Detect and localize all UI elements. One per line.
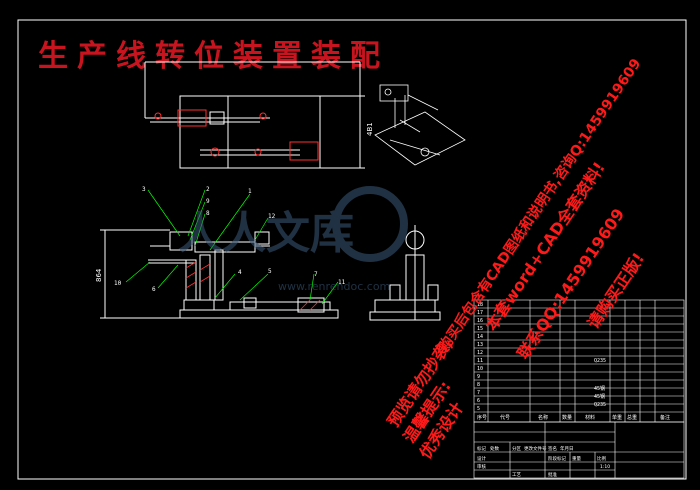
front-dimension: 864: [95, 268, 103, 282]
header-seq: 序号: [477, 414, 487, 421]
header-total-weight: 总重: [627, 414, 637, 421]
title-block: [473, 421, 685, 479]
red-watermark: 本套word+CAD全套资料! 联系QQ:1459919609 请购买正版! 购…: [384, 55, 649, 462]
drawing-title: 生产线转位装置装配: [38, 39, 389, 74]
callout-10: 10: [114, 280, 122, 287]
front-view: [100, 229, 339, 319]
site-text: www.renrendoc.com: [278, 280, 390, 293]
leader-lines: [125, 189, 339, 305]
tb-label-process: 工艺: [512, 472, 521, 478]
row-num-9: 9: [477, 374, 480, 380]
row-num-16: 16: [477, 318, 483, 324]
row-num-11: 11: [477, 358, 483, 364]
callout-9: 9: [206, 198, 210, 205]
row-num-12: 12: [477, 350, 483, 356]
row-num-10: 10: [477, 366, 483, 372]
callout-5: 5: [268, 268, 272, 275]
header-code: 代号: [500, 414, 510, 421]
header-name: 名称: [538, 414, 548, 421]
top-dimension: 4B1: [366, 122, 374, 136]
row-num-8: 8: [477, 382, 480, 388]
material-2: 45钢: [594, 385, 605, 392]
callout-8: 8: [206, 210, 210, 217]
tb-label-approve: 批准: [548, 471, 557, 478]
logo-text: 人人文库: [178, 208, 354, 259]
row-num-15: 15: [477, 326, 483, 332]
row-num-7: 7: [477, 390, 480, 396]
side-view: [369, 225, 441, 321]
parts-table-rows: [474, 307, 684, 413]
tb-label-scale: 比例: [597, 455, 606, 462]
tb-label-count: 处数: [490, 445, 499, 452]
header-qty: 数量: [562, 414, 572, 421]
front-hatch: [185, 261, 321, 311]
parts-table: [473, 299, 685, 423]
isometric-view: [374, 84, 466, 166]
material-4: Q235: [594, 402, 606, 408]
row-num-14: 14: [477, 334, 483, 340]
callout-11: 11: [338, 279, 346, 286]
header-material: 材料: [585, 414, 595, 421]
material-3: 45钢: [594, 393, 605, 400]
drawing-frame: [17, 19, 687, 480]
callout-7: 7: [314, 271, 318, 278]
logo-watermark: 人人文库 www.renrendoc.com: [178, 186, 408, 293]
header-unit-weight: 单重: [612, 414, 622, 421]
tb-label-change: 更改文件号: [524, 445, 547, 452]
row-num-17: 17: [477, 310, 483, 316]
tb-label-review: 审核: [477, 463, 486, 470]
callout-1: 1: [248, 188, 252, 195]
tb-label-sign: 签名: [548, 445, 557, 452]
material-1: Q235: [594, 358, 606, 364]
tb-label-date: 年月日: [560, 445, 574, 452]
tb-label-mark: 标记: [477, 445, 486, 452]
callout-6: 6: [152, 286, 156, 293]
callout-12: 12: [268, 213, 276, 220]
callout-3: 3: [142, 186, 146, 193]
tb-label-design: 设计: [477, 455, 486, 462]
callout-4: 4: [238, 269, 242, 276]
row-num-18: 18: [477, 302, 483, 308]
tb-label-zone: 分区: [512, 445, 521, 452]
tb-label-weight: 重量: [572, 455, 581, 462]
row-num-6: 6: [477, 398, 480, 404]
tb-scale-value: 1:10: [600, 464, 610, 470]
callout-2: 2: [206, 186, 210, 193]
row-num-5: 5: [477, 406, 480, 412]
top-view: [144, 61, 365, 169]
tb-label-stage: 阶段标记: [548, 455, 566, 462]
header-note: 备注: [660, 414, 670, 421]
row-num-13: 13: [477, 342, 483, 348]
